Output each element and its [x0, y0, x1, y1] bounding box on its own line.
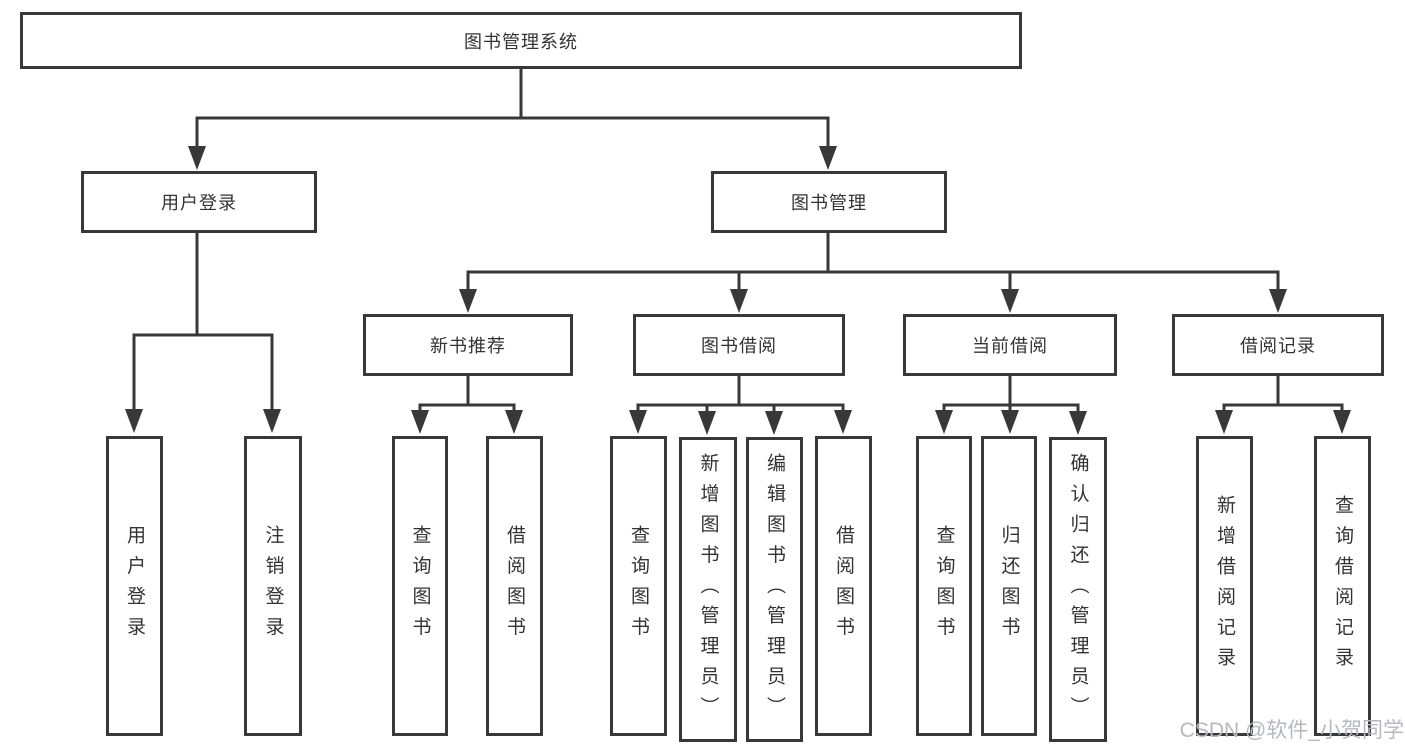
connector-book-borrowing: [636, 375, 845, 413]
leaf-label: 查询图书: [628, 525, 649, 647]
watermark: CSDN @软件_小贺同学: [1179, 719, 1404, 742]
connector-root: [195, 68, 830, 150]
node-leaf-add-book-admin: 新增图书（管理员）: [679, 437, 737, 742]
connector-current-borrowing: [942, 375, 1080, 413]
node-leaf-query-borrow-record: 查询借阅记录: [1314, 436, 1371, 736]
leaf-label: 借阅图书: [833, 525, 854, 647]
node-leaf-return-book: 归还图书: [981, 436, 1037, 736]
arrowheads: [125, 146, 1351, 435]
connector-borrow-records: [1222, 375, 1344, 413]
leaf-label: 新增借阅记录: [1214, 494, 1235, 678]
node-book-management: 图书管理: [711, 171, 947, 233]
node-leaf-borrow-books-1: 借阅图书: [486, 436, 543, 736]
node-user-login: 用户登录: [81, 171, 317, 233]
node-leaf-query-books-1: 查询图书: [392, 436, 448, 736]
leaf-label: 用户登录: [124, 525, 145, 647]
node-library-management-system: 图书管理系统: [20, 12, 1022, 69]
node-leaf-confirm-return-admin: 确认归还（管理员）: [1049, 437, 1107, 742]
leaf-label: 查询借阅记录: [1332, 494, 1353, 678]
node-leaf-edit-book-admin: 编辑图书（管理员）: [746, 437, 803, 742]
node-leaf-query-books-2: 查询图书: [610, 436, 667, 736]
leaf-label: 注销登录: [262, 525, 284, 647]
node-leaf-user-login: 用户登录: [106, 436, 163, 736]
leaf-label: 查询图书: [933, 525, 955, 647]
node-new-book-recommendation: 新书推荐: [363, 314, 573, 376]
leaf-label: 借阅图书: [504, 525, 525, 647]
node-leaf-query-books-3: 查询图书: [916, 436, 972, 736]
leaf-label: 新增图书（管理员）: [697, 452, 719, 727]
leaf-label: 归还图书: [998, 525, 1020, 647]
node-current-borrowing: 当前借阅: [903, 314, 1117, 376]
leaf-label: 查询图书: [409, 525, 431, 647]
node-leaf-add-borrow-record: 新增借阅记录: [1196, 436, 1253, 736]
connector-new-book: [418, 375, 516, 413]
leaf-label: 编辑图书（管理员）: [764, 452, 785, 727]
leaf-label: 确认归还（管理员）: [1067, 452, 1089, 727]
node-book-borrowing: 图书借阅: [633, 314, 845, 376]
node-borrow-records: 借阅记录: [1172, 314, 1384, 376]
connector-user-login: [132, 233, 274, 412]
node-leaf-borrow-books-2: 借阅图书: [815, 436, 872, 736]
node-leaf-logout: 注销登录: [244, 436, 302, 736]
connector-book-management: [466, 233, 1280, 292]
